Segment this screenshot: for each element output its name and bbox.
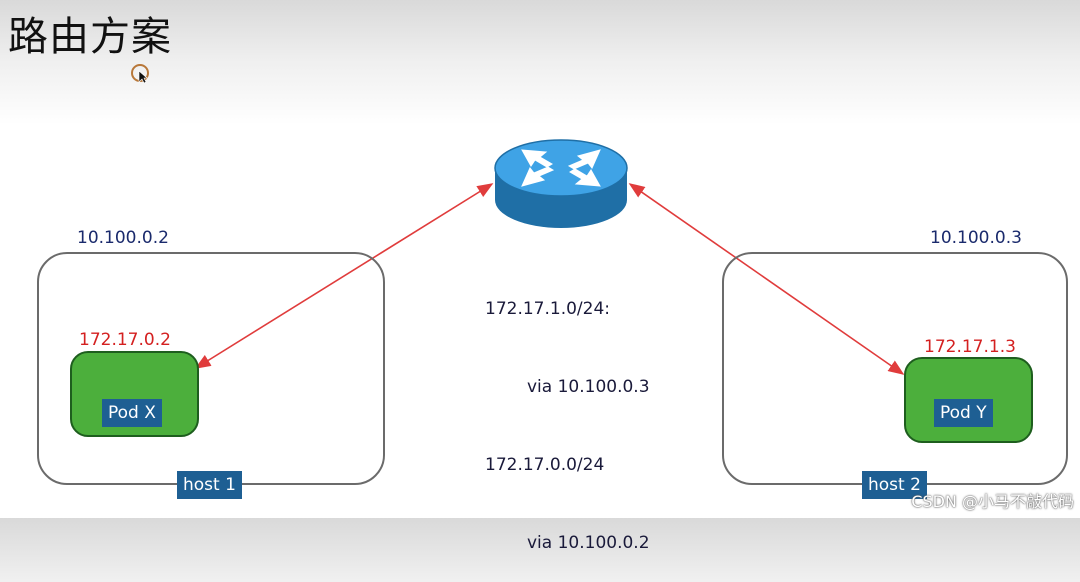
host1-label: host 1	[177, 471, 242, 499]
host2-label: host 2	[862, 471, 927, 499]
pod-x-ip: 172.17.0.2	[79, 330, 171, 350]
route-table: 172.17.1.0/24: via 10.100.0.3 172.17.0.0…	[485, 244, 650, 582]
route-line-4: via 10.100.0.2	[527, 533, 650, 553]
route-line-1: 172.17.1.0/24:	[485, 299, 611, 319]
host1-ip: 10.100.0.2	[77, 228, 169, 248]
pod-y-ip: 172.17.1.3	[924, 337, 1016, 357]
route-line-3: 172.17.0.0/24	[485, 455, 605, 475]
diagram-canvas	[194, 139, 905, 375]
page-title: 路由方案	[8, 14, 172, 60]
route-line-2: via 10.100.0.3	[527, 377, 650, 397]
link-host1-router	[194, 183, 494, 369]
pod-x-label: Pod X	[102, 399, 162, 427]
link-router-host2	[628, 183, 905, 375]
mouse-cursor-icon	[138, 70, 148, 84]
watermark: CSDN @小马不敲代码	[911, 492, 1074, 511]
host2-ip: 10.100.0.3	[930, 228, 1022, 248]
pod-y-label: Pod Y	[934, 399, 993, 427]
router-icon	[494, 139, 628, 228]
